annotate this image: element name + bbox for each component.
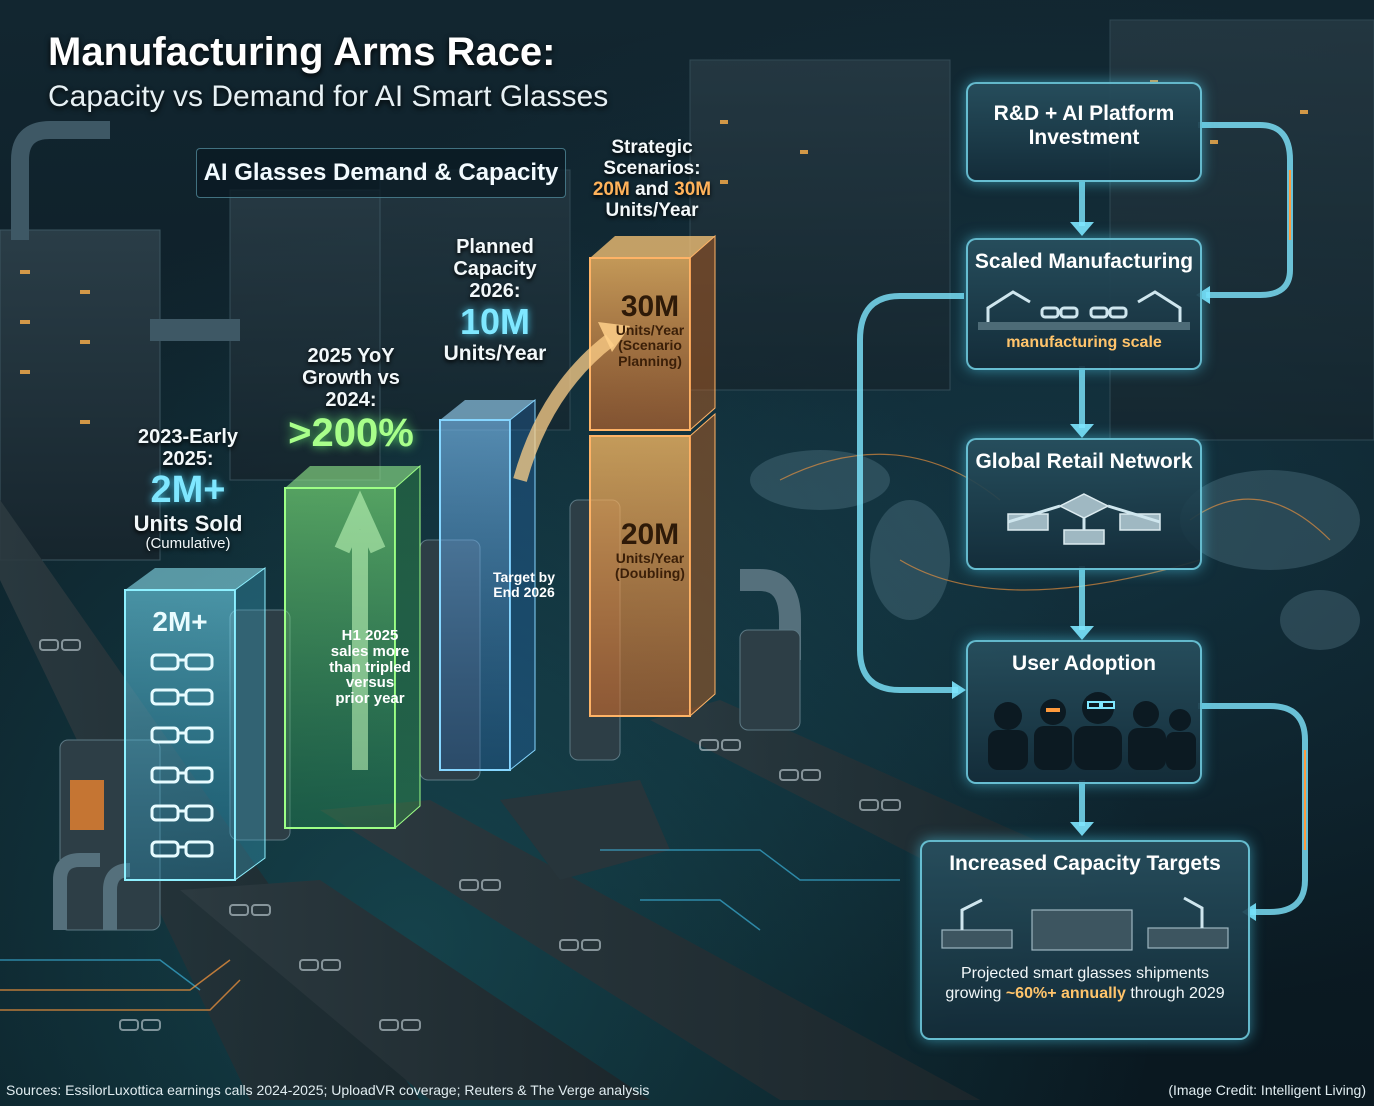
growth-note-1: H1 2025 [341,627,399,644]
scenario-top-2: (Scenario [618,337,682,354]
sold-units: Units Sold [133,510,243,536]
growth-head-1: 2025 YoY [307,345,395,367]
scenario-30m: 30M [674,178,712,200]
growth-note-5: prior year [335,690,405,707]
planned-bar-note: Target by End 2026 [484,569,564,601]
planned-units: Units/Year [443,341,547,365]
sold-label: 2023-Early 2025: 2M+ Units Sold (Cumulat… [120,426,256,552]
sources-text: Sources: EssilorLuxottica earnings calls… [6,1082,650,1098]
flow-rd-line-2: Investment [1028,126,1140,150]
sold-note: (Cumulative) [145,534,231,552]
flow-manufacturing-box: Scaled Manufacturing manufacturing scale [966,238,1202,370]
flow-capacity-note-2c: through 2029 [1125,985,1225,1003]
flow-retail-title: Global Retail Network [975,450,1193,473]
scenario-bottom-value: 20M [620,518,680,551]
page-subtitle: Capacity vs Demand for AI Smart Glasses [48,80,609,113]
robot-arms-icon [978,290,1190,331]
flow-capacity-note-1: Projected smart glasses shipments [960,965,1210,983]
planned-note-2: End 2026 [493,584,555,601]
scenario-head-1: Strategic [611,137,693,158]
growth-note-2: sales more [330,642,410,660]
planned-head-1: Planned [456,236,534,258]
growth-note-4: versus [345,674,395,692]
flow-manufacturing-title: Scaled Manufacturing [974,250,1194,273]
page-title: Manufacturing Arms Race: [48,30,556,74]
planned-label: Planned Capacity 2026: 10M Units/Year [430,236,560,365]
growth-note-3: than tripled [329,658,411,676]
sold-head-1: 2023-Early [137,426,239,448]
scenario-head-4: Units/Year [605,199,699,221]
flow-capacity-box: Increased Capacity Targets Projected sma… [920,840,1250,1040]
planned-note-1: Target by [493,569,555,585]
chart-heading: AI Glasses Demand & Capacity [196,148,566,198]
flow-manufacturing-caption: manufacturing scale [1006,334,1162,352]
growth-head-3: 2024: [325,389,377,411]
planned-value: 10M [459,301,531,342]
flow-adoption-title: User Adoption [1012,652,1156,675]
sold-value: 2M+ [150,469,226,511]
growth-value: >200% [288,411,414,455]
planned-head-3: 2026: [469,280,521,302]
flow-capacity-highlight: ~60%+ annually [1005,985,1126,1003]
scenario-label: Strategic Scenarios: 20M and 30M Units/Y… [568,137,736,222]
flow-rd-line-1: R&D + AI Platform [993,102,1175,125]
scenario-bottom-bar-label: 20M Units/Year (Doubling) [590,518,710,582]
scenario-bottom-1: Units/Year [615,550,685,566]
flow-capacity-title: Increased Capacity Targets [949,852,1221,875]
planned-head-2: Capacity [453,258,537,280]
scenario-head-2: Scenarios: [603,157,701,179]
scenario-top-value: 30M [620,290,680,323]
scenario-and: and [629,178,675,200]
flow-capacity-note-2: growing ~60%+ annually through 2029 [922,984,1248,1004]
flow-capacity-note-2a: growing [945,985,1006,1003]
scenario-top-bar-label: 30M Units/Year (Scenario Planning) [590,290,710,369]
scenario-top-3: Planning) [618,352,682,369]
scenario-top-1: Units/Year [615,322,685,338]
scenario-20m: 20M [592,178,630,200]
growth-label: 2025 YoY Growth vs 2024: >200% [284,345,418,455]
factory-floor-icon [941,896,1229,951]
scenario-head-3: 20M and 30M [568,178,736,201]
scenario-bottom-2: (Doubling) [615,565,685,582]
flow-capacity-note: Projected smart glasses shipments growin… [922,964,1248,1004]
image-credit: (Image Credit: Intelligent Living) [1168,1082,1366,1098]
sold-head-2: 2025: [162,448,214,470]
sold-bar-label: 2M+ [152,606,208,637]
users-silhouette-icon [988,692,1196,771]
flow-retail-box: Global Retail Network [966,438,1202,570]
flow-rd-box: R&D + AI Platform Investment [966,82,1202,182]
growth-bar-note: H1 2025 sales more than tripled versus p… [326,628,414,707]
flow-adoption-box: User Adoption [966,640,1202,784]
growth-head-2: Growth vs [302,367,400,389]
retail-hub-icon [1007,493,1161,545]
